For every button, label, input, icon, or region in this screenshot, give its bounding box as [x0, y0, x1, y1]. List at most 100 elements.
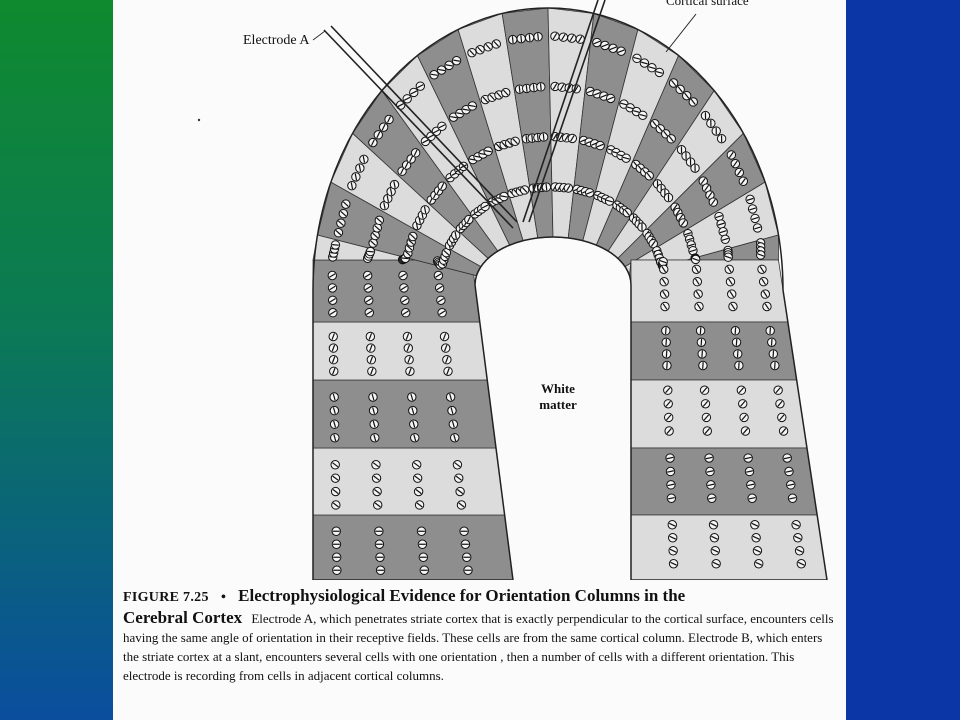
neuron-cell: [529, 82, 539, 93]
neuron-cell: [372, 223, 382, 233]
neuron-cell: [708, 520, 719, 530]
neuron-cell: [437, 121, 447, 131]
neuron-cell: [330, 486, 341, 497]
neuron-cell: [616, 46, 626, 56]
neuron-cell: [448, 419, 459, 429]
neuron-cell: [595, 140, 605, 151]
neuron-cell: [698, 360, 708, 371]
neuron-cell: [739, 412, 749, 423]
neuron-cell: [443, 366, 453, 376]
neuron-cell: [698, 176, 708, 186]
neuron-cell: [693, 289, 703, 299]
neuron-cell: [696, 337, 707, 347]
neuron-cell: [604, 196, 615, 206]
neuron-cell: [663, 399, 673, 409]
neuron-cell: [659, 264, 669, 274]
neuron-cell: [605, 93, 616, 104]
neuron-cell: [666, 493, 677, 503]
neuron-cell: [330, 460, 340, 470]
neuron-cell: [691, 264, 702, 274]
neuron-cell: [407, 392, 417, 402]
neuron-cell: [464, 214, 474, 225]
neuron-cell: [750, 213, 760, 224]
neuron-cell: [692, 277, 703, 287]
neuron-cell: [351, 172, 361, 182]
neuron-cell: [363, 283, 373, 293]
neuron-cell: [433, 270, 444, 281]
neuron-cell: [550, 31, 560, 41]
cortical-column: [312, 379, 497, 449]
neuron-cell: [331, 552, 342, 562]
neuron-cell: [567, 133, 578, 144]
neuron-cell: [364, 308, 374, 318]
neuron-cell: [333, 228, 344, 238]
neuron-cell: [368, 405, 379, 416]
neuron-cell: [775, 399, 785, 409]
neuron-cell: [384, 114, 394, 125]
neuron-cell: [638, 110, 648, 121]
neuron-cell: [475, 45, 485, 55]
neuron-cell: [499, 191, 509, 202]
neuron-cell: [750, 520, 760, 530]
neuron-cell: [436, 295, 446, 305]
neuron-cell: [538, 132, 549, 142]
neuron-cell: [563, 183, 574, 193]
electrode-a-label: Electrode A: [243, 33, 310, 48]
neuron-cell: [660, 301, 670, 312]
neuron-cell: [647, 63, 657, 73]
neuron-cell: [592, 89, 602, 99]
neuron-cell: [734, 360, 744, 371]
neuron-cell: [658, 256, 668, 267]
electrode-b: [522, 0, 606, 223]
neuron-cell: [413, 486, 424, 497]
cortical-column: [312, 447, 506, 516]
neuron-cell: [760, 289, 771, 299]
neuron-cell: [751, 533, 761, 543]
neuron-cell: [557, 82, 567, 92]
neuron-cell: [374, 215, 385, 226]
neuron-cell: [745, 194, 755, 205]
neuron-cell: [508, 34, 518, 45]
neuron-cell: [510, 136, 520, 146]
neuron-cell: [700, 110, 711, 121]
neuron-cell: [328, 308, 338, 318]
neuron-cell: [366, 355, 377, 365]
neuron-cell: [331, 539, 342, 549]
neuron-cell: [661, 337, 671, 347]
caption-separator: •: [221, 590, 226, 605]
neuron-cell: [784, 466, 794, 477]
neuron-cell: [442, 355, 452, 365]
neuron-cell: [716, 134, 727, 144]
neuron-cell: [372, 486, 382, 497]
neuron-cell: [661, 349, 672, 359]
neuron-cell: [777, 412, 787, 423]
neuron-cell: [341, 199, 351, 209]
neuron-cell: [558, 32, 569, 42]
neuron-cell: [456, 500, 467, 510]
neuron-cell: [328, 331, 338, 342]
neuron-cell: [720, 234, 730, 245]
neuron-cell: [714, 211, 724, 222]
neuron-cell: [355, 163, 365, 173]
neuron-cell: [410, 433, 420, 443]
neuron-cell: [678, 218, 688, 228]
neuron-cell: [533, 31, 543, 42]
neuron-cell: [480, 201, 490, 212]
neuron-cell: [728, 301, 738, 312]
caption-title-line1: Electrophysiological Evidence for Orient…: [238, 586, 686, 605]
neuron-cell: [794, 546, 805, 556]
neuron-cell: [690, 163, 700, 173]
neuron-cell: [621, 153, 631, 163]
cortex-diagram: [197, 0, 828, 580]
neuron-cell: [328, 343, 339, 353]
neuron-cell: [418, 552, 429, 562]
neuron-cell: [364, 295, 374, 305]
neuron-cell: [730, 158, 741, 169]
neuron-cell: [409, 87, 419, 98]
neuron-cell: [743, 453, 753, 463]
neuron-cell: [675, 84, 685, 95]
neuron-cell: [690, 254, 701, 265]
neuron-cell: [727, 289, 737, 299]
neuron-cell: [386, 186, 396, 197]
neuron-cell: [375, 552, 385, 562]
